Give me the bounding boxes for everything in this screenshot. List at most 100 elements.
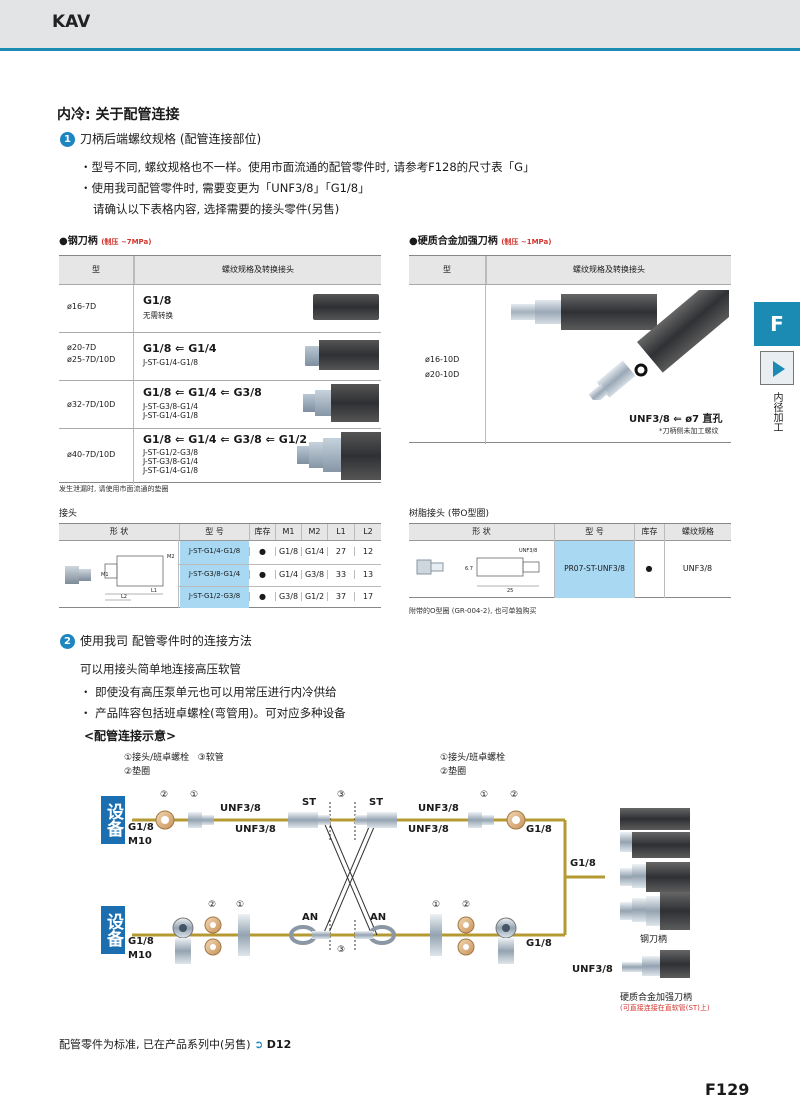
joint-cell: G1/2 — [301, 592, 327, 601]
steel-col-divider — [133, 256, 134, 484]
steel-row-3-type: ø32-7D/10D — [67, 400, 116, 409]
steel-row-3-sub: J-ST-G3/8-G1/4 J-ST-G1/4-G1/8 — [143, 402, 199, 420]
chapter-tab[interactable]: F — [754, 302, 800, 346]
carbide-shank-heading: ●硬质合金加强刀柄 (制压 ~1MPa) — [409, 232, 551, 247]
dim-m1: M1 — [101, 572, 109, 578]
joint-col-l1: L1 — [327, 524, 354, 540]
footer-note-text: 配管零件为标准, 已在产品系列中(另售) — [59, 1038, 251, 1051]
col-divider — [664, 540, 665, 598]
footer-ref-link[interactable]: D12 — [266, 1038, 292, 1051]
steel-shank-image-1 — [313, 294, 379, 320]
steel-row-4-sub: J-ST-G1/2-G3/8 J-ST-G3/8-G1/4 J-ST-G1/4-… — [143, 448, 199, 475]
label-st-left: ST — [302, 797, 317, 808]
bullet2-1: 可以用接头简单地连接高压软管 — [80, 662, 241, 676]
steel-row-1-sub: 无需转换 — [143, 311, 173, 320]
row-divider — [409, 540, 731, 541]
legend-left-2: ②垫圈 — [124, 767, 151, 777]
dim-l1: L1 — [151, 588, 157, 594]
joint-cell: 33 — [327, 569, 354, 579]
joint-model-highlight — [180, 541, 249, 608]
dim-unf: UNF3/8 — [519, 548, 538, 554]
label-unf-tl2: UNF3/8 — [235, 824, 276, 835]
carbide-shank-label: 硬质合金加强刀柄 — [620, 993, 693, 1003]
joint-cell: G3/8 — [275, 592, 301, 601]
legend-right-2: ②垫圈 — [440, 767, 467, 777]
steel-row-2-type: ø20-7D ø25-7D/10D — [67, 343, 116, 364]
num-3-bottom: ③ — [337, 945, 346, 955]
steel-shank-table: 型 螺纹规格及转换接头 ø16-7D G1/8 无需转换 ø20-7D ø25-… — [59, 255, 381, 484]
chapter-icon — [760, 351, 794, 385]
carbide-note: *刀柄侧未加工螺纹 — [659, 427, 719, 435]
label-st-right: ST — [369, 797, 384, 808]
resin-thread: UNF3/8 — [682, 564, 713, 573]
resin-col-shape: 形 状 — [409, 524, 554, 540]
num-1-br: ① — [432, 900, 441, 910]
footer-note: 配管零件为标准, 已在产品系列中(另售) ➲ D12 — [59, 1036, 291, 1052]
adapter-image — [297, 446, 309, 464]
bullet-3: 请确认以下表格内容, 选择需要的接头零件(另售) — [93, 202, 340, 216]
row-divider — [59, 540, 381, 541]
row-divider — [59, 428, 381, 429]
col-divider — [634, 540, 635, 598]
steel-shank-image-2 — [319, 340, 379, 370]
adapter-image — [315, 390, 331, 416]
resin-stock: ● — [645, 564, 653, 573]
label-an-right: AN — [370, 912, 387, 923]
num-3-top: ③ — [337, 790, 346, 800]
adapter-image — [323, 438, 341, 472]
joint-cell: 17 — [354, 592, 381, 601]
row-divider — [59, 380, 381, 381]
legend-right-1: ①接头/班卓螺栓 — [440, 753, 506, 763]
joint-cell: ● — [249, 547, 275, 556]
bullet2-2: ・ 即使没有高压泵单元也可以用常压进行内冷供给 — [80, 685, 337, 699]
steel-shank-label: 钢刀柄 — [640, 935, 668, 945]
label-unf-tl: UNF3/8 — [220, 803, 261, 814]
bullet-2: ・使用我司配管零件时, 需要变更为「UNF3/8」「G1/8」 — [80, 181, 370, 195]
steel-shank-image-3 — [331, 384, 379, 422]
joint-image — [65, 566, 79, 584]
dim-m2: M2 — [167, 554, 175, 560]
dim-dia: 6.7 — [465, 566, 473, 572]
page-number: F129 — [705, 1080, 750, 1099]
carbide-col-spec: 螺纹规格及转换接头 — [486, 256, 731, 284]
joint-shape-cell: M2 M1 L1 L2 — [59, 540, 179, 608]
carbide-col-type: 型 — [409, 256, 485, 284]
label-unf-tr2: UNF3/8 — [408, 824, 449, 835]
label-an-left: AN — [302, 912, 319, 923]
chapter-label: 内径加工 — [771, 392, 782, 432]
row-divider — [59, 332, 381, 333]
num-2-bl: ② — [208, 900, 217, 910]
steel-col-type: 型 — [59, 256, 133, 284]
steel-row-4-spec: G1/8 ⇐ G1/4 ⇐ G3/8 ⇐ G1/2 — [143, 433, 308, 446]
row-divider — [409, 284, 731, 285]
joint-heading: 接头 — [59, 509, 78, 519]
label-unf-shank: UNF3/8 — [572, 964, 613, 975]
joint-cell: 27 — [327, 547, 354, 556]
joint-col-m2: M2 — [301, 524, 327, 540]
label-unf-tr: UNF3/8 — [418, 803, 459, 814]
num-2-tr: ② — [510, 790, 519, 800]
col-divider — [554, 540, 555, 598]
joint-col-shape: 形 状 — [59, 524, 179, 540]
joint-cell: ● — [249, 592, 275, 601]
adapter-image — [305, 346, 319, 366]
resin-col-model: 型 号 — [554, 524, 634, 540]
resin-joint-heading: 树脂接头 (带O型圈) — [409, 509, 489, 519]
joint-cell: J-ST-G1/4-G1/8 — [188, 547, 241, 555]
resin-model-highlight — [555, 541, 634, 598]
row-divider — [59, 284, 381, 285]
carbide-spec: UNF3/8 ⇐ ø7 直孔 — [629, 414, 723, 425]
label-m10-bottom: M10 — [128, 950, 152, 961]
joint-drawing — [104, 555, 164, 601]
legend-left-1: ①接头/班卓螺栓 ③软管 — [124, 753, 224, 763]
step-1-badge: 1 — [60, 132, 75, 147]
dim-len: 25 — [507, 588, 514, 594]
num-1-tl: ① — [190, 790, 199, 800]
step-2-badge: 2 — [60, 634, 75, 649]
device-box-top: 设备 — [101, 796, 125, 844]
carbide-col-divider — [485, 256, 486, 444]
diagram-title: <配管连接示意> — [84, 729, 177, 743]
steel-row-2-spec: G1/8 ⇐ G1/4 — [143, 342, 217, 355]
